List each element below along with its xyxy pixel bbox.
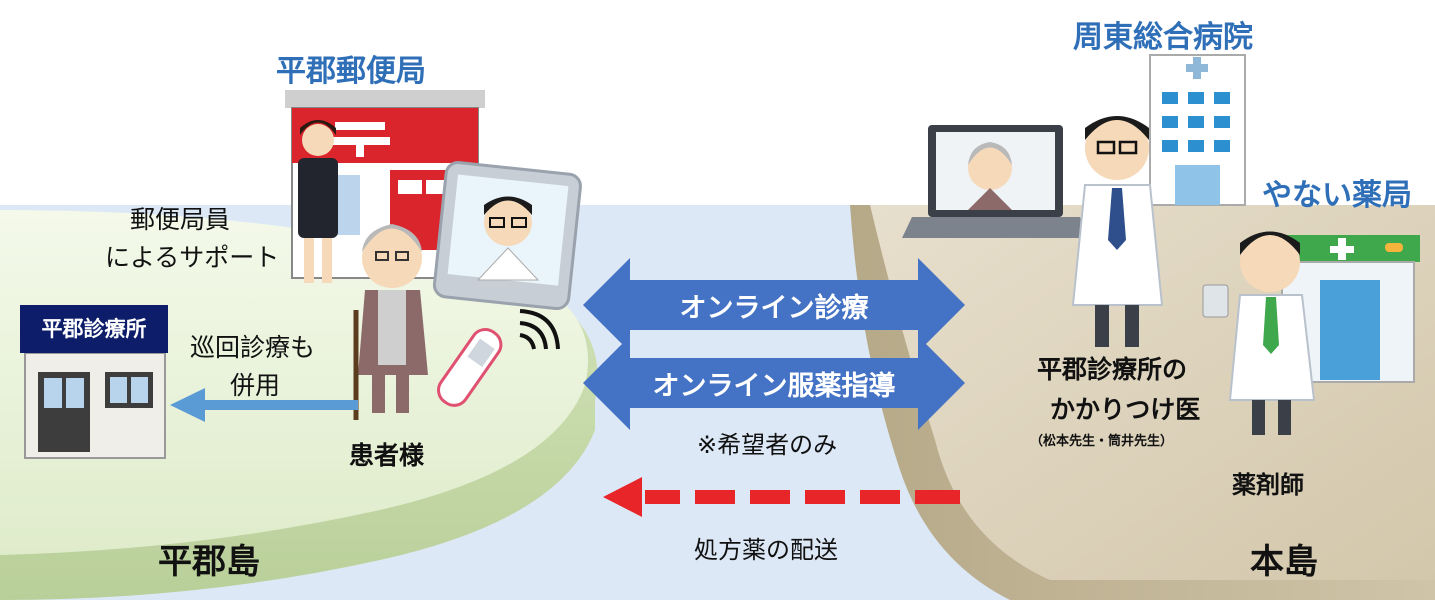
patient-figure [353,224,428,420]
doctor-label-line1: 平郡診療所の [1037,355,1188,384]
clinic-sign: 平郡診療所 [20,305,168,353]
doctor-names: （松本先生・筒井先生） [1030,434,1174,449]
pharmacist-figure [1202,231,1316,435]
clinic-building [24,352,166,459]
postal-clerk-figure [298,120,338,283]
online-medication-label: オンライン服薬指導 [652,371,896,402]
right-island-label: 本島 [1250,542,1318,582]
rounds-label-line1: 巡回診療も [190,333,316,362]
wireless-signal-icon [519,309,560,350]
hospital-building [1149,54,1246,206]
patient-label: 患者様 [349,441,425,470]
postal-support-label-line1: 郵便局員 [130,205,231,234]
postal-support-label-line2: によるサポート [105,243,280,272]
rounds-arrow [170,388,358,422]
online-consultation-arrow [583,258,965,352]
post-office-title: 平郡郵便局 [276,54,426,89]
doctor-label-line2: かかりつけ医 [1050,395,1201,424]
delivery-arrow [603,477,960,517]
tablet-device [432,161,582,311]
hospital-title: 周東総合病院 [1073,20,1253,55]
doctor-figure [1071,116,1164,347]
pharmacist-label: 薬剤師 [1232,471,1304,499]
thermometer [437,327,503,407]
left-island-label: 平郡島 [158,542,260,582]
pharmacy-title: やない薬局 [1262,178,1412,213]
laptop-device [902,125,1090,238]
hope-only-note: ※希望者のみ [697,431,838,459]
delivery-label: 処方薬の配送 [694,536,838,564]
online-medication-arrow [583,336,965,430]
rounds-label-line2: 併用 [230,371,281,400]
online-consultation-label: オンライン診療 [679,293,869,324]
